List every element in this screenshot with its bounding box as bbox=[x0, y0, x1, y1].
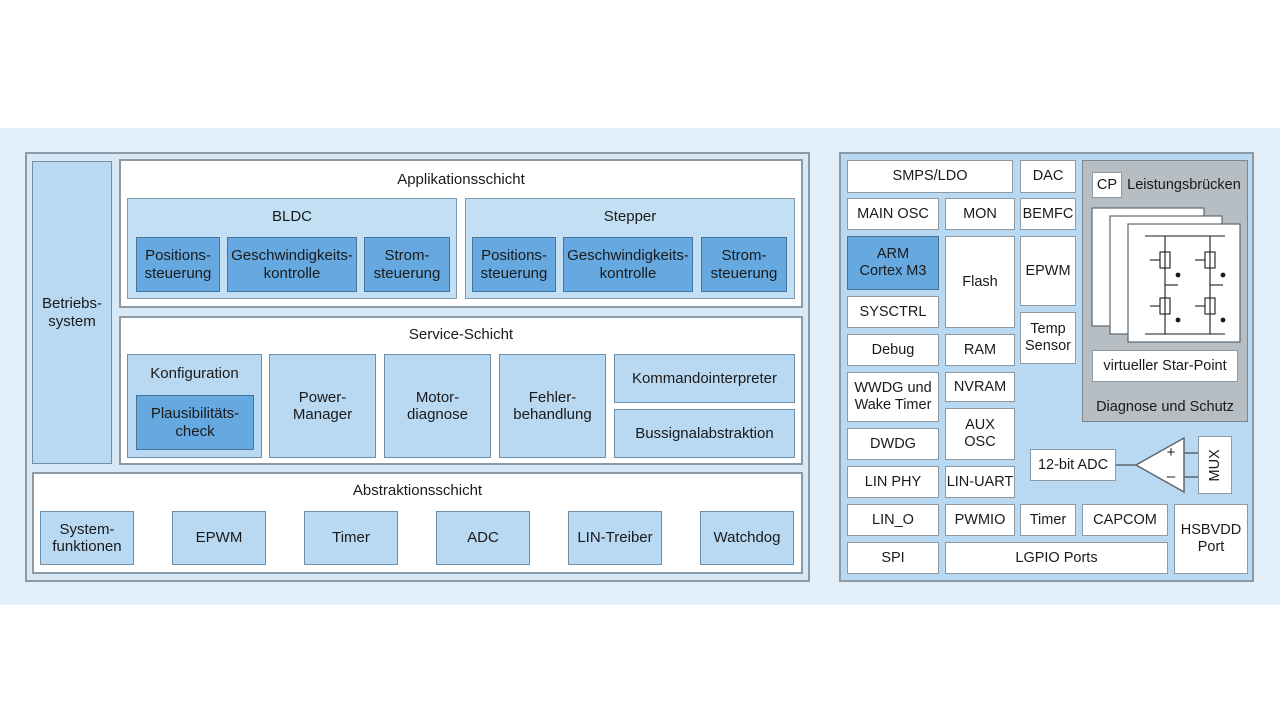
ram: RAM bbox=[945, 334, 1015, 366]
timer-driver: Timer bbox=[304, 511, 398, 565]
service-layer-title: Service-Schicht bbox=[408, 326, 514, 344]
dwdg: DWDG bbox=[847, 428, 939, 460]
stepper-stromsteuerung: Strom- steuerung bbox=[701, 237, 787, 292]
epwm-driver: EPWM bbox=[172, 511, 266, 565]
comparator-minus: – bbox=[1166, 468, 1176, 486]
pwmio: PWMIO bbox=[945, 504, 1015, 536]
bldc-positionssteuerung: Positions- steuerung bbox=[136, 237, 220, 292]
konfiguration-title: Konfiguration bbox=[150, 365, 239, 383]
lin-uart: LIN-UART bbox=[945, 466, 1015, 498]
smps-ldo: SMPS/LDO bbox=[847, 160, 1013, 193]
plausibilitaetscheck: Plausibilitäts- check bbox=[136, 395, 254, 450]
flash: Flash bbox=[945, 236, 1015, 328]
hsbvdd-port: HSBVDD Port bbox=[1174, 504, 1248, 574]
adc-driver: ADC bbox=[436, 511, 530, 565]
adc-12bit: 12-bit ADC bbox=[1030, 449, 1116, 481]
lin-treiber: LIN-Treiber bbox=[568, 511, 662, 565]
arm-cortex-m3: ARM Cortex M3 bbox=[847, 236, 939, 290]
motordiagnose: Motor- diagnose bbox=[384, 354, 491, 458]
bldc-title: BLDC bbox=[271, 208, 312, 226]
watchdog-driver: Watchdog bbox=[700, 511, 794, 565]
nvram: NVRAM bbox=[945, 372, 1015, 402]
leistungsbruecken-title: Leistungsbrücken bbox=[1127, 176, 1241, 193]
fehlerbehandlung: Fehler- behandlung bbox=[499, 354, 606, 458]
dac: DAC bbox=[1020, 160, 1076, 193]
cp: CP bbox=[1092, 172, 1122, 198]
bussignalabstraktion: Bussignalabstraktion bbox=[614, 409, 795, 458]
stepper-positionssteuerung: Positions- steuerung bbox=[472, 237, 556, 292]
stepper-geschwindigkeitskontrolle: Geschwindigkeits- kontrolle bbox=[563, 237, 693, 292]
capcom: CAPCOM bbox=[1082, 504, 1168, 536]
timer: Timer bbox=[1020, 504, 1076, 536]
main-osc: MAIN OSC bbox=[847, 198, 939, 230]
epwm: EPWM bbox=[1020, 236, 1076, 306]
systemfunktionen: System- funktionen bbox=[40, 511, 134, 565]
lin-phy: LIN PHY bbox=[847, 466, 939, 498]
os-block: Betriebs- system bbox=[32, 161, 112, 464]
power-manager: Power- Manager bbox=[269, 354, 376, 458]
virtueller-star-point: virtueller Star-Point bbox=[1092, 350, 1238, 382]
lgpio-ports: LGPIO Ports bbox=[945, 542, 1168, 574]
stepper-title: Stepper bbox=[603, 208, 657, 226]
mux: MUX bbox=[1198, 436, 1232, 494]
lin-o: LIN_O bbox=[847, 504, 939, 536]
bemfc: BEMFC bbox=[1020, 198, 1076, 230]
debug: Debug bbox=[847, 334, 939, 366]
diagnose-und-schutz-label: Diagnose und Schutz bbox=[1096, 398, 1234, 415]
comparator-plus: + bbox=[1166, 444, 1176, 462]
sysctrl: SYSCTRL bbox=[847, 296, 939, 328]
application-layer-title: Applikationsschicht bbox=[397, 171, 525, 189]
temp-sensor: Temp Sensor bbox=[1020, 312, 1076, 364]
kommandointerpreter: Kommandointerpreter bbox=[614, 354, 795, 403]
mon: MON bbox=[945, 198, 1015, 230]
abstraction-layer-title: Abstraktionsschicht bbox=[352, 482, 483, 500]
wwdg-wake-timer: WWDG und Wake Timer bbox=[847, 372, 939, 422]
bldc-stromsteuerung: Strom- steuerung bbox=[364, 237, 450, 292]
aux-osc: AUX OSC bbox=[945, 408, 1015, 460]
abstraction-layer bbox=[32, 472, 803, 574]
spi: SPI bbox=[847, 542, 939, 574]
bldc-geschwindigkeitskontrolle: Geschwindigkeits- kontrolle bbox=[227, 237, 357, 292]
